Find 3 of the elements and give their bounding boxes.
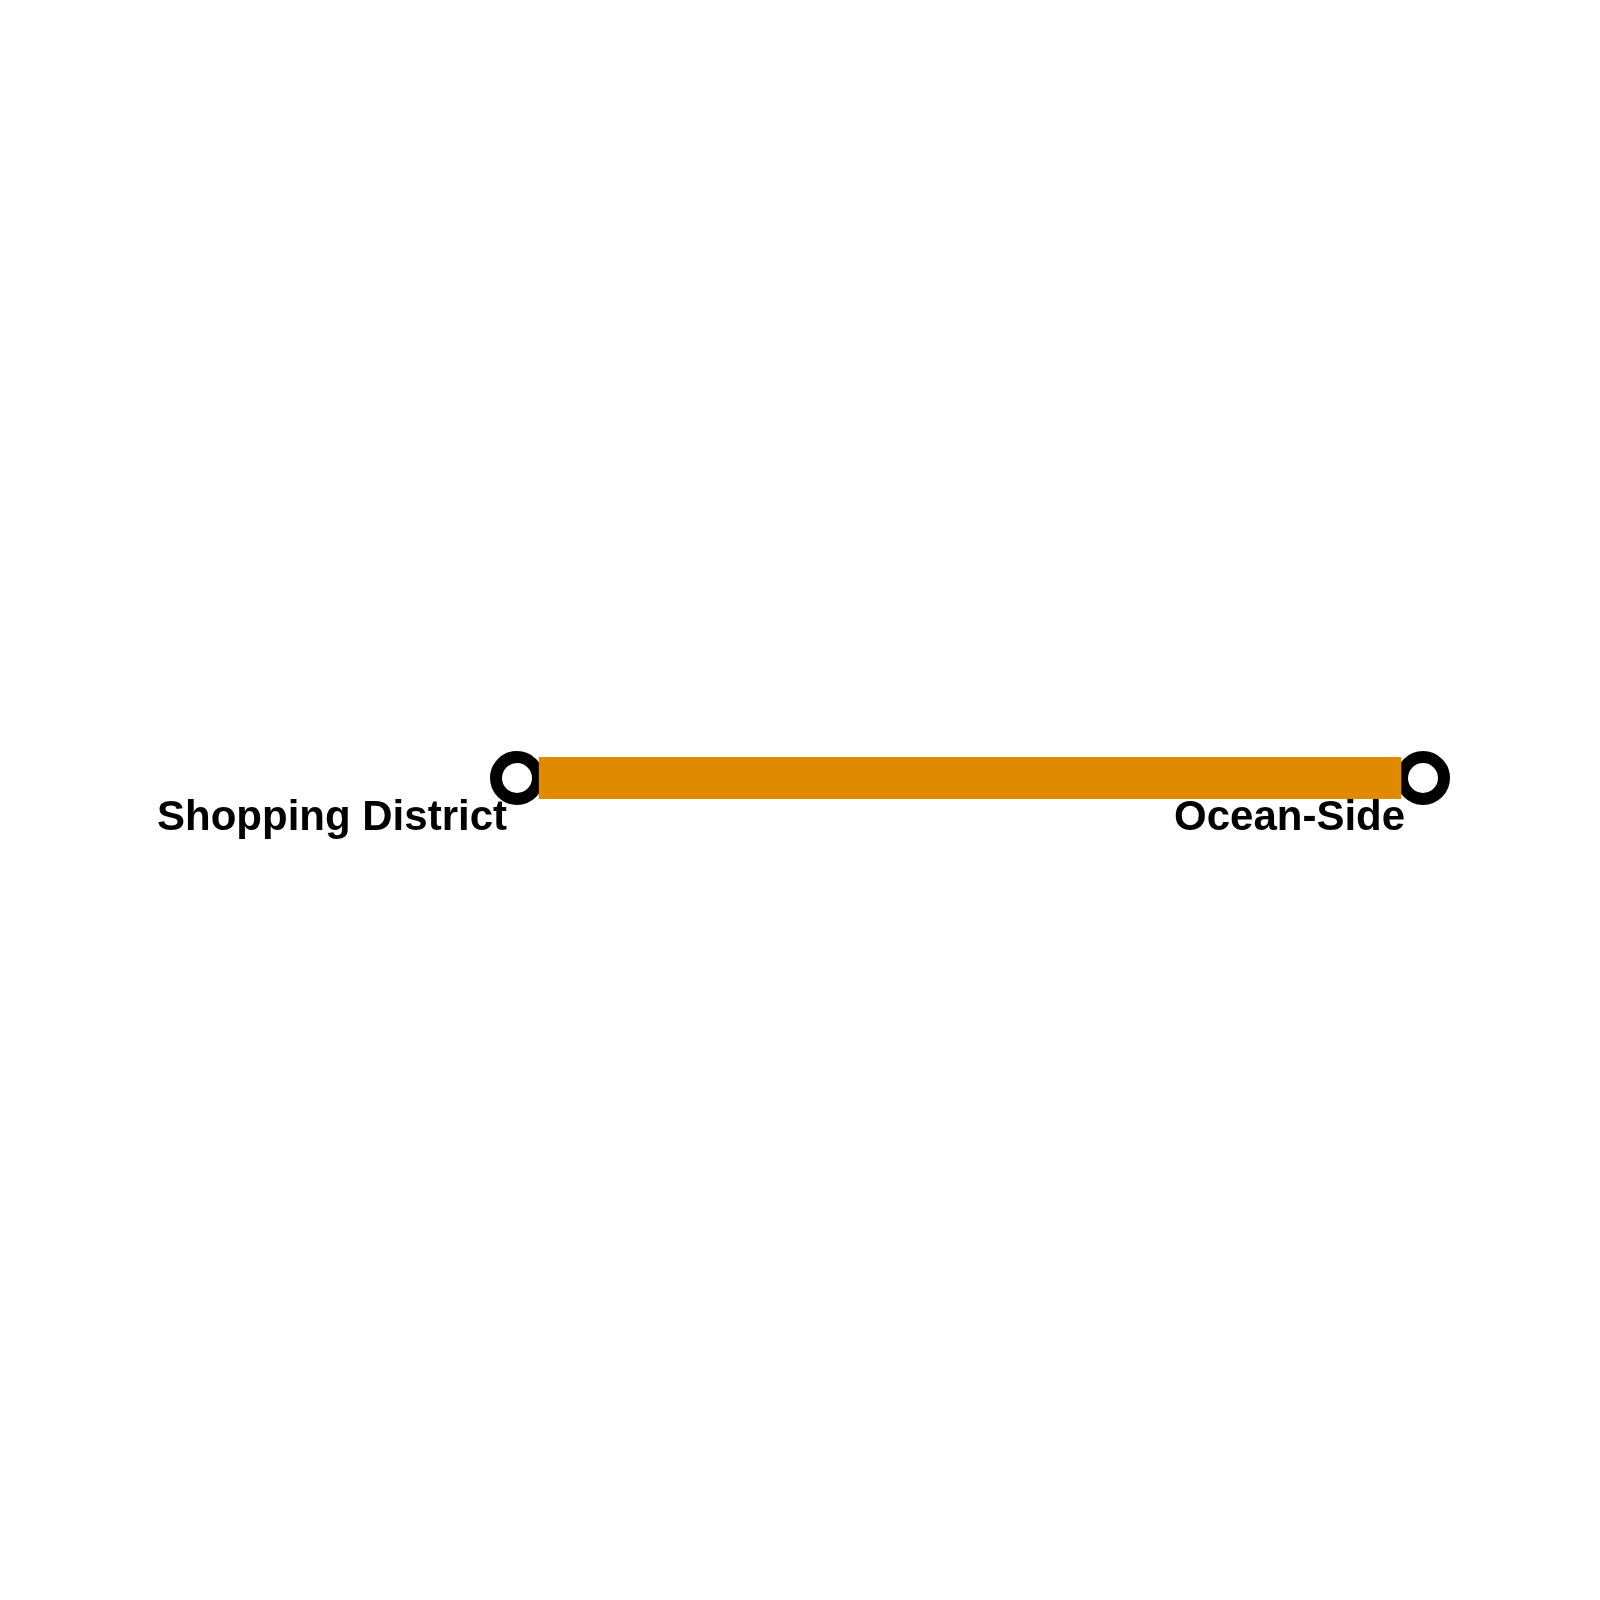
node-label: Shopping District [156,791,507,839]
node-label: Ocean-Side [1173,791,1405,839]
connector [538,756,1401,799]
